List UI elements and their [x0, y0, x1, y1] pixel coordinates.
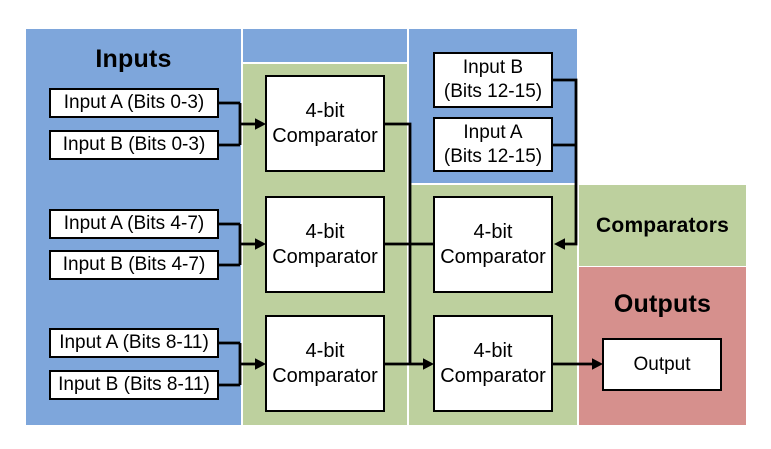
- input-box-label-line2: (Bits 12-15): [443, 81, 543, 102]
- output-box-label: Output: [633, 353, 691, 375]
- inputs-title: Inputs: [95, 45, 172, 73]
- input-box-a-bits-8-11: Input A (Bits 8-11): [49, 328, 219, 358]
- comparator-label-line1: 4-bit: [305, 99, 345, 122]
- input-box-a-bits-0-3: Input A (Bits 0-3): [49, 88, 219, 118]
- input-box-b-bits-12-15: Input B (Bits 12-15): [433, 52, 553, 108]
- comparator-box-4: 4-bit Comparator: [433, 196, 553, 293]
- inputs-region-column2-top: [243, 29, 407, 62]
- comparator-box-1: 4-bit Comparator: [265, 75, 385, 172]
- input-box-a-bits-12-15: Input A (Bits 12-15): [433, 117, 553, 172]
- input-box-label-line1: Input B: [462, 57, 524, 78]
- comparator-label-line1: 4-bit: [305, 339, 345, 362]
- input-box-b-bits-8-11: Input B (Bits 8-11): [49, 370, 219, 400]
- comparator-box-2: 4-bit Comparator: [265, 196, 385, 293]
- comparator-label-line1: 4-bit: [473, 339, 513, 362]
- input-box-a-bits-4-7: Input A (Bits 4-7): [49, 209, 219, 239]
- input-box-label: Input B (Bits 4-7): [62, 254, 206, 275]
- comparator-label-line2: Comparator: [272, 124, 378, 147]
- comparators-region-column4: [579, 185, 746, 266]
- input-box-label: Input A (Bits 0-3): [63, 92, 205, 113]
- input-box-label: Input B (Bits 0-3): [62, 134, 206, 155]
- comparator-label-line2: Comparator: [440, 245, 546, 268]
- input-box-b-bits-4-7: Input B (Bits 4-7): [49, 250, 219, 280]
- input-box-label-line1: Input A: [463, 121, 523, 143]
- comparator-label-line2: Comparator: [272, 364, 378, 387]
- comparator-box-3: 4-bit Comparator: [265, 315, 385, 412]
- input-box-label: Input B (Bits 8-11): [58, 374, 210, 395]
- input-box-label: Input A (Bits 8-11): [59, 332, 209, 353]
- comparator-label-line1: 4-bit: [305, 220, 345, 243]
- comparator-label-line1: 4-bit: [473, 220, 513, 243]
- input-box-b-bits-0-3: Input B (Bits 0-3): [49, 130, 219, 160]
- comparator-label-line2: Comparator: [440, 364, 546, 387]
- comparators-title: Comparators: [596, 214, 729, 237]
- output-box: Output: [602, 338, 722, 391]
- outputs-title: Outputs: [613, 290, 712, 318]
- comparator-label-line2: Comparator: [272, 245, 378, 268]
- input-box-label: Input A (Bits 4-7): [63, 213, 205, 234]
- input-box-label-line2: (Bits 12-15): [443, 145, 543, 167]
- comparator-box-5: 4-bit Comparator: [433, 315, 553, 412]
